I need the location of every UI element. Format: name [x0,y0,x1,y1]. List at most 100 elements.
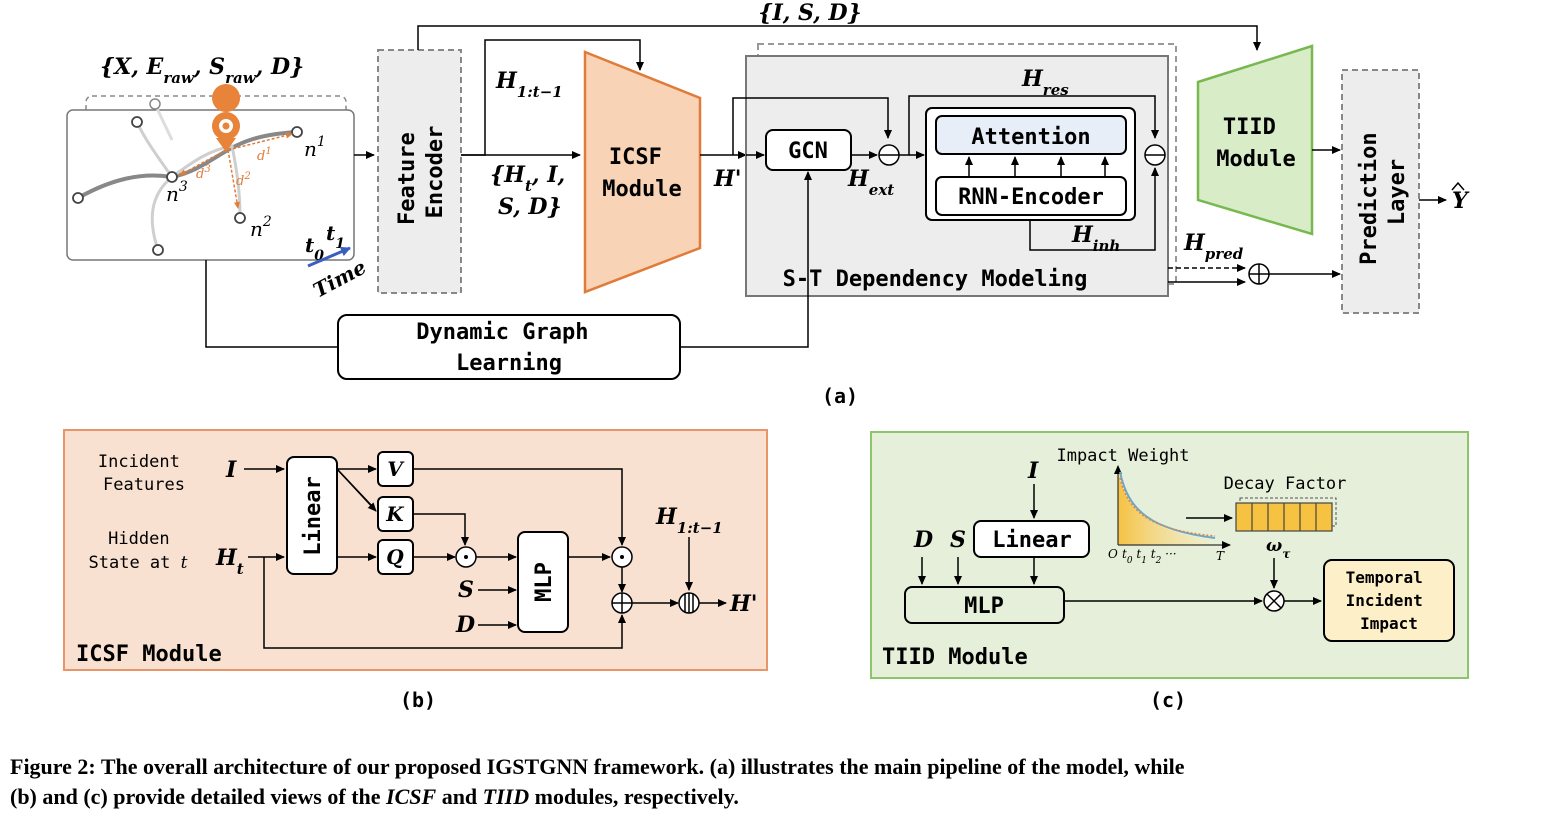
b-linear-box [286,456,338,575]
tiid-module-label: TIID Module [1216,115,1295,172]
temporal-incident-impact-label: Temporal Incident Impact [1346,568,1433,633]
hidden-state-label: Hidden State at t [89,529,188,573]
temporal-incident-impact-box [1323,559,1455,642]
axis-t-label: T [1216,549,1225,563]
b-d-label: D [455,612,475,638]
arrow-hinh [1029,167,1159,251]
c-mlp-box [904,586,1065,624]
b-mlp-box [517,531,569,633]
graph-node-n3 [166,171,178,183]
h-inh-label: Hinh [1071,222,1120,255]
subfigure-label-b: (b) [400,688,436,712]
incident-marker-icon [212,84,241,152]
icsf-module-shape [583,50,702,294]
attention-box [935,115,1127,155]
decay-factor-label: Decay Factor [1224,474,1347,494]
axis-origin-label: O [1108,547,1118,561]
road-edge [77,173,173,200]
arrow-encoder-to-tiid [417,25,1261,51]
subfigure-label-c: (c) [1150,688,1186,712]
distance-label-d1: d1 [257,146,272,164]
incident-features-label: Incident Features [98,452,190,495]
b-linear-label: Linear [301,476,326,555]
arrow-v-to-dot2 [413,468,626,546]
arrow-k-to-dot [413,513,469,546]
icsf-panel-title: ICSF Module [76,642,222,667]
omega-label: ωτ [1266,536,1291,561]
st-dependency-label: S-T Dependency Modeling [783,267,1088,292]
attention-label: Attention [971,125,1090,150]
prediction-layer-box [1341,69,1420,314]
encoder-output-label: {Ht, I, S, D} [490,162,573,220]
b-mlp-label: MLP [532,562,557,602]
road-edge [150,175,173,251]
distance-arrow-d3 [179,149,227,176]
graph-node [149,98,161,110]
tiid-module-shape [1196,44,1314,236]
decay-factor-vector [1235,502,1333,532]
panel-b: Incident Features Hidden State at t I Ht… [63,429,768,712]
time-arrow [307,246,351,268]
rnn-encoder-label: RNN-Encoder [958,185,1104,210]
prediction-layer-label: Prediction Layer [1357,119,1410,265]
gcn-box [765,129,852,171]
hat-mark [1451,181,1465,191]
graph-node-n2 [234,212,246,224]
feature-encoder-label: Feature Encoder [395,119,448,225]
impact-weight-chart [1114,465,1231,549]
subfigure-label-a: (a) [822,384,858,408]
graph-node [131,116,143,128]
c-s-label: S [950,527,966,553]
road-edge [171,130,298,179]
arrow-ht-residual [263,557,626,649]
axis-ticks-label: t0 t1 t2 ··· [1122,547,1177,566]
add-operator [611,592,633,614]
distance-label-d2: d2 [236,171,251,189]
c-i-label: I [1027,458,1039,484]
gcn-label: GCN [788,139,828,164]
time-t0: t0 [305,233,324,264]
concat-operator [678,592,700,614]
dot-operator [455,546,477,568]
figure-caption: Figure 2: The overall architecture of ou… [10,752,1555,812]
c-linear-box [973,520,1090,558]
road-edge [171,144,242,216]
c-mlp-label: MLP [964,594,1004,619]
panel-c: Impact Weight O t0 t1 t2 ··· T Decay Fac… [870,431,1469,712]
dot-operator [611,546,633,568]
arrow-graph-to-dgl [205,260,338,348]
c-d-label: D [913,527,933,553]
node-label-n2: n2 [250,214,272,241]
c-linear-label: Linear [992,528,1071,553]
graph-node [152,244,164,256]
impact-weight-label: Impact Weight [1056,446,1189,466]
b-h-prime-label: H' [729,591,758,617]
subtract-operator [1144,144,1166,166]
q-label: Q [386,545,404,569]
time-t1: t1 [326,221,345,252]
h-ext-label: Hext [847,166,894,199]
b-ht-label: Ht [215,545,244,578]
input-set-label: {X, Eraw, Sraw, D} [100,54,304,87]
arrow-hprime-bypass [732,97,892,155]
top-set-label: {I, S, D} [758,0,861,26]
feature-encoder-box [377,49,462,294]
y-hat-label: Y [1452,188,1470,214]
graph-snapshot [66,109,355,261]
b-s-label: S [458,577,474,603]
rnn-encoder-box [935,176,1127,216]
h-res-label: Hres [1021,66,1069,99]
v-label: V [387,457,405,481]
caption-line-2: (b) and (c) provide detailed views of th… [10,784,739,809]
panel-a: {X, Eraw, Sraw, D} d1 [66,0,1470,408]
distance-label-d3: d3 [196,164,211,182]
h-prime-label: H' [713,166,742,192]
graph-node-n1 [291,126,303,138]
caption-line-1: Figure 2: The overall architecture of ou… [10,754,1185,779]
tiid-panel-title: TIID Module [882,645,1028,670]
multiply-operator [1263,590,1285,612]
arrow-sub-to-encoder-group [899,95,1159,156]
node-label-n1: n1 [304,134,326,161]
distance-arrow-d1 [227,132,293,151]
